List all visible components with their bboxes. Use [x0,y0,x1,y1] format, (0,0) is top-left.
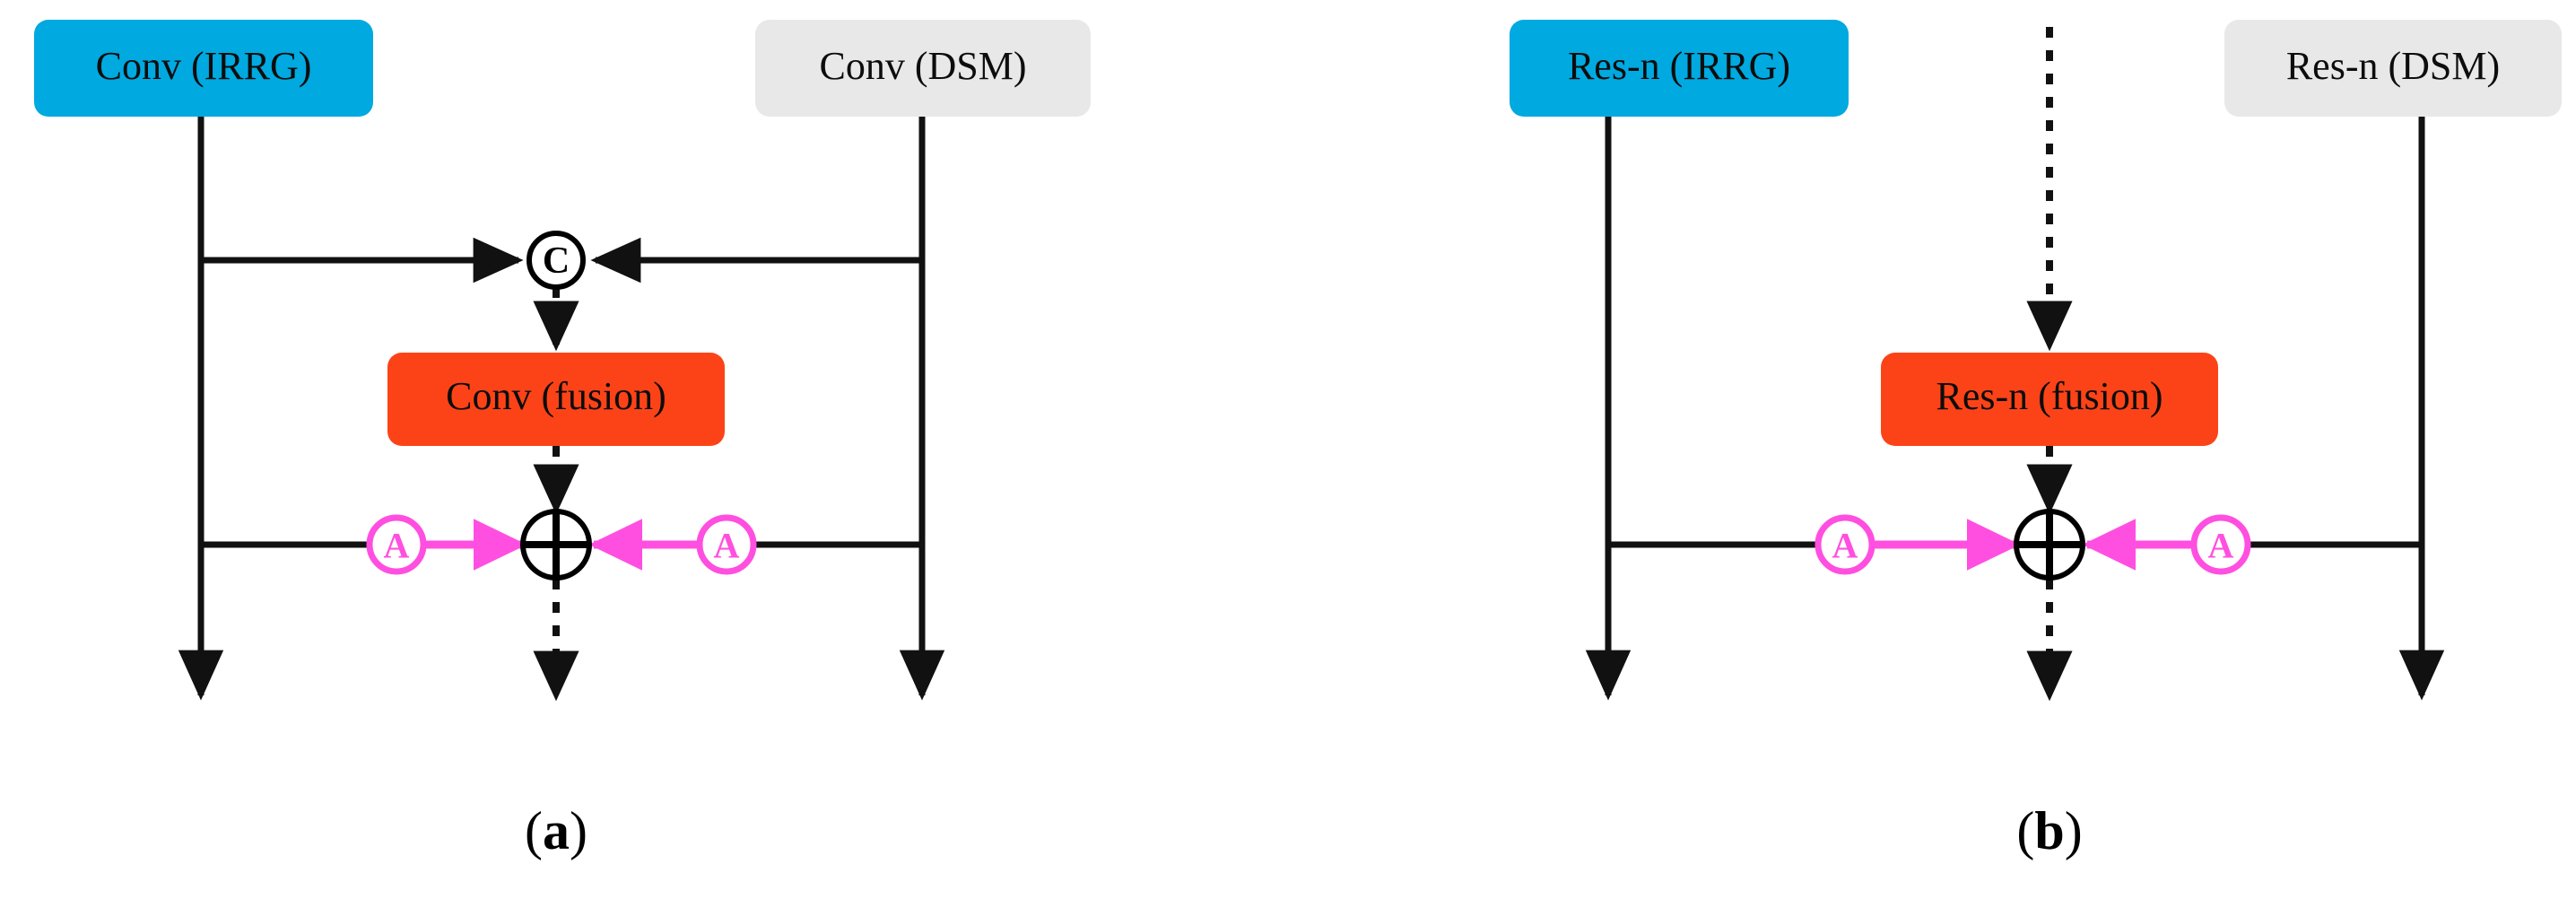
dsm-box-label: Conv (DSM) [819,44,1026,88]
panel-a-fusion-box[interactable]: Conv (fusion) [387,353,725,446]
panel-a-caption-letter: a [543,801,570,860]
panel-a-irrg-box[interactable]: Conv (IRRG) [34,20,373,117]
panel-b-fusion-box[interactable]: Res-n (fusion) [1881,353,2218,446]
attention-glyph-label: A [1832,526,1858,566]
panel-a-attention-left-node[interactable]: A [366,514,427,575]
panel-a-concat-node[interactable]: C [527,231,586,290]
attention-circle-icon [1815,514,1875,575]
attention-glyph-label: A [714,526,740,566]
concat-circle-icon [527,231,586,290]
panel-b-attention-right-node[interactable]: A [2190,514,2251,575]
panel-b-attention-left-node[interactable]: A [1815,514,1875,575]
panel-b: A A Res-n (IRRG) Res-n (DSM) Res-n (fusi… [1510,20,2562,860]
attention-circle-icon [696,514,757,575]
irrg-box-shape [1510,20,1849,117]
panel-a-attention-right-node[interactable]: A [696,514,757,575]
panel-b-dsm-box[interactable]: Res-n (DSM) [2224,20,2562,117]
fusion-box-shape [387,353,725,446]
panel-b-caption: (b) [2016,801,2082,860]
dsm-box-shape [755,20,1091,117]
panel-a-sum-node[interactable] [520,509,592,581]
irrg-box-label: Conv (IRRG) [96,44,312,88]
irrg-box-label: Res-n (IRRG) [1568,44,1790,88]
fusion-box-shape [1881,353,2218,446]
attention-circle-icon [2190,514,2251,575]
fusion-box-label: Conv (fusion) [446,374,666,418]
panel-b-irrg-box[interactable]: Res-n (IRRG) [1510,20,1849,117]
dsm-box-shape [2224,20,2562,117]
panel-a: C A A Conv (IRRG) Conv (DSM) [34,20,1091,860]
dsm-box-label: Res-n (DSM) [2286,44,2500,88]
panel-a-dsm-box[interactable]: Conv (DSM) [755,20,1091,117]
attention-circle-icon [366,514,427,575]
panel-a-caption: (a) [525,801,587,860]
attention-glyph-label: A [384,526,410,566]
panel-b-caption-letter: b [2034,801,2064,860]
panel-b-sum-node[interactable] [2014,509,2085,581]
fusion-box-label: Res-n (fusion) [1936,374,2163,418]
concat-glyph-label: C [543,240,570,282]
irrg-box-shape [34,20,373,117]
attention-glyph-label: A [2208,526,2234,566]
